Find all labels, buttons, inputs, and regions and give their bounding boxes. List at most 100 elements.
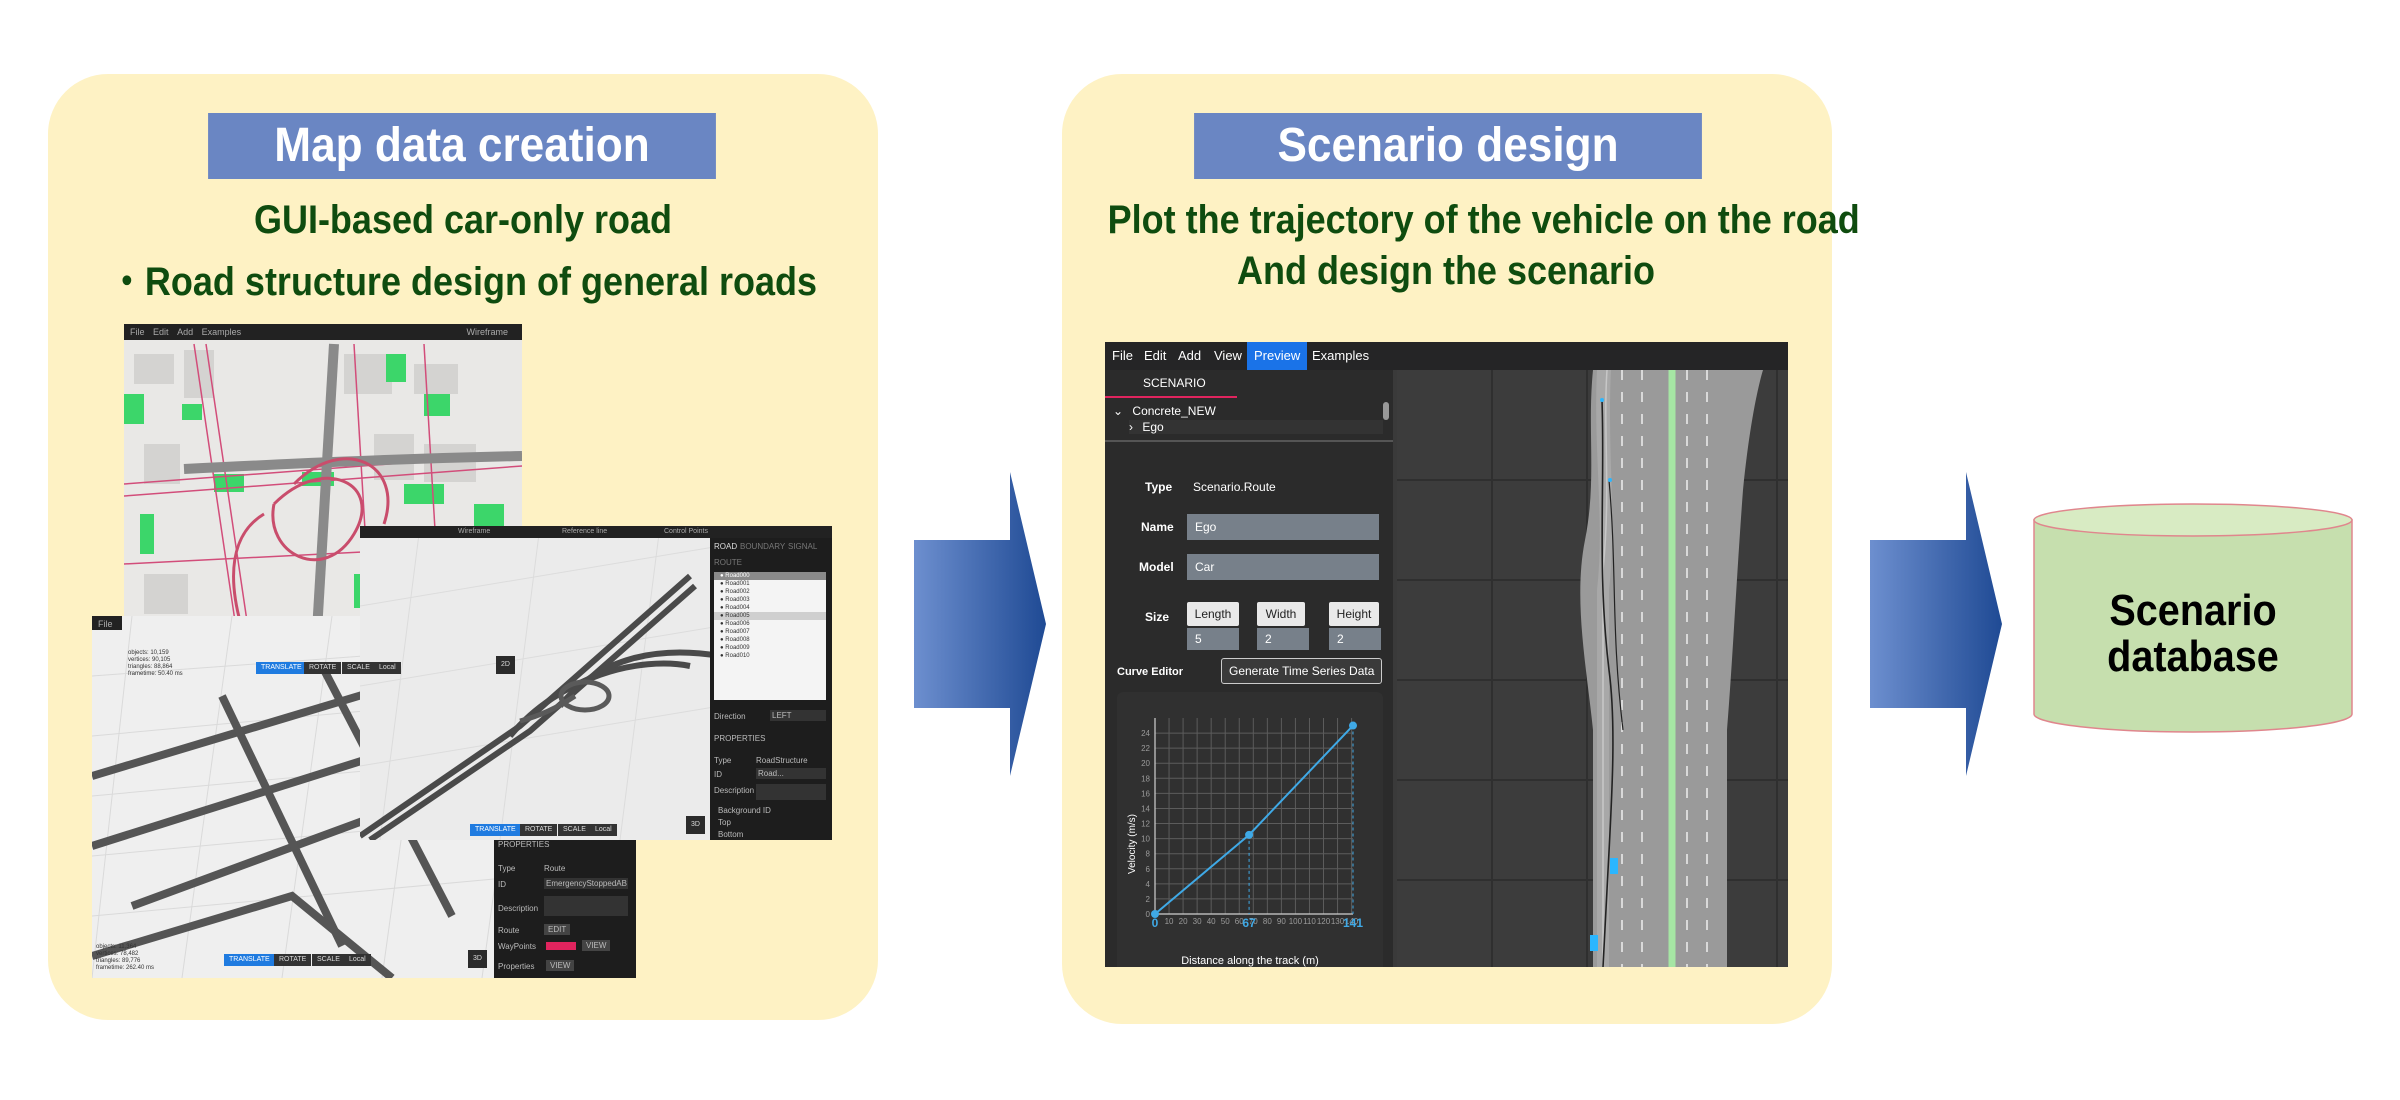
road-list-item[interactable]: ● Road006 <box>720 621 750 627</box>
map-data-subtitle-1: GUI-based car-only road <box>253 198 673 242</box>
map2-translate-button[interactable]: TRANSLATE <box>470 824 521 836</box>
y-tick-label: 22 <box>1141 744 1150 753</box>
width-header[interactable]: Width <box>1257 602 1305 626</box>
road-list-item[interactable]: ● Road009 <box>720 645 750 651</box>
x-tick-label: 10 <box>1165 917 1174 926</box>
sidebar-divider <box>1105 440 1393 442</box>
map2-tab-signal[interactable]: SIGNAL <box>788 542 818 551</box>
map3-rotate-button[interactable]: ROTATE <box>274 954 312 966</box>
model-field[interactable]: Car <box>1187 554 1379 580</box>
tree-root[interactable]: ⌄ Concrete_NEW <box>1113 404 1216 418</box>
model-label: Model <box>1139 560 1174 574</box>
menu-add[interactable]: Add <box>177 327 194 337</box>
tree-root-label: Concrete_NEW <box>1132 404 1216 418</box>
velocity-point <box>1245 830 1254 839</box>
menu-add[interactable]: Add <box>1178 348 1202 363</box>
y-tick-label: 6 <box>1146 865 1151 874</box>
x-tick-label: 120 <box>1317 917 1331 926</box>
x-tick-label: 140 <box>1345 917 1359 926</box>
tree-child[interactable]: › Ego <box>1129 420 1383 434</box>
length-header[interactable]: Length <box>1187 602 1239 626</box>
scenario-design-banner: Scenario design <box>1194 113 1702 179</box>
scenario-sidebar: SCENARIO ⌄ Concrete_NEW › Ego Type Scena… <box>1105 370 1393 967</box>
x-tick-label: 70 <box>1249 917 1258 926</box>
props-id-label: ID <box>498 880 506 889</box>
map3-local-toggle[interactable]: Local <box>344 954 371 966</box>
map3-scale-button[interactable]: SCALE <box>312 954 345 966</box>
width-field[interactable]: 2 <box>1257 628 1309 650</box>
height-field[interactable]: 2 <box>1329 628 1381 650</box>
props-edit-button[interactable]: EDIT <box>544 924 571 935</box>
map1-translate-button[interactable]: TRANSLATE <box>256 662 307 674</box>
menu-file[interactable]: File <box>1112 348 1133 363</box>
tab-scenario[interactable]: SCENARIO <box>1143 376 1206 390</box>
props-type-label: Type <box>498 864 516 873</box>
props-id-field[interactable]: EmergencyStoppedAB <box>544 878 628 889</box>
menu-edit[interactable]: Edit <box>1144 348 1167 363</box>
menu-preview[interactable]: Preview <box>1247 342 1308 370</box>
map2-local-toggle[interactable]: Local <box>590 824 617 836</box>
chart-xlabel: Distance along the track (m) <box>1181 955 1319 967</box>
map3-translate-button[interactable]: TRANSLATE <box>224 954 275 966</box>
y-tick-label: 14 <box>1141 804 1150 813</box>
map2-tab-boundary[interactable]: BOUNDARY <box>740 542 786 551</box>
map2-scale-button[interactable]: SCALE <box>558 824 591 836</box>
map2-reference-line[interactable]: Reference line <box>562 528 608 535</box>
tree-scrollbar[interactable] <box>1383 402 1389 420</box>
map3-menu-file[interactable]: File <box>98 619 113 629</box>
chevron-right-icon[interactable]: › <box>1129 420 1133 434</box>
map2-topbar: Wireframe Reference line Control Points <box>360 526 832 538</box>
menu-view[interactable]: View <box>1214 348 1242 363</box>
height-header[interactable]: Height <box>1329 602 1379 626</box>
props-view-button[interactable]: VIEW <box>582 940 611 951</box>
map2-id-field[interactable]: Road... <box>756 768 826 779</box>
road-list-item[interactable]: ● Road008 <box>720 637 750 643</box>
map1-local-toggle[interactable]: Local <box>374 662 401 674</box>
road-list-item[interactable]: ● Road003 <box>720 597 750 603</box>
map-data-subtitle-2: ・Road structure design of general roads <box>108 260 818 304</box>
generate-time-series-button[interactable]: Generate Time Series Data <box>1221 658 1383 684</box>
map2-desc-field[interactable] <box>756 784 826 800</box>
road-list-item[interactable]: ● Road002 <box>720 589 750 595</box>
wireframe-toggle[interactable]: Wireframe <box>466 327 508 337</box>
props-properties-view[interactable]: VIEW <box>546 960 575 971</box>
menu-file[interactable]: File <box>130 327 145 337</box>
road-list-item[interactable]: ● Road000 <box>714 572 826 580</box>
map2-rotate-button[interactable]: ROTATE <box>520 824 558 836</box>
y-tick-label: 2 <box>1146 895 1151 904</box>
database-label-line2: database <box>2107 632 2279 681</box>
length-field[interactable]: 5 <box>1187 628 1239 650</box>
menu-examples[interactable]: Examples <box>201 327 242 337</box>
road-list-item[interactable]: ● Road004 <box>720 605 750 611</box>
props-desc-label: Description <box>498 904 539 913</box>
road-list-item[interactable]: ● Road001 <box>720 581 750 587</box>
props-route-label: Route <box>498 926 520 935</box>
x-tick-label: 130 <box>1331 917 1345 926</box>
menu-edit[interactable]: Edit <box>153 327 169 337</box>
map1-2d-button[interactable]: 2D <box>496 656 515 674</box>
map3-3d-button[interactable]: 3D <box>468 950 487 968</box>
database-label-line1: Scenario <box>2109 586 2277 635</box>
direction-select[interactable]: LEFT <box>770 710 826 721</box>
menu-examples[interactable]: Examples <box>1312 348 1370 363</box>
map2-wireframe[interactable]: Wireframe <box>458 528 491 535</box>
y-tick-label: 20 <box>1141 759 1150 768</box>
chart-series <box>1151 721 1357 918</box>
road-list-item[interactable]: ● Road007 <box>720 629 750 635</box>
road-list-item[interactable]: ● Road005 <box>714 612 826 620</box>
map1-scale-button[interactable]: SCALE <box>342 662 375 674</box>
chevron-down-icon[interactable]: ⌄ <box>1113 404 1124 418</box>
map2-tab-road[interactable]: ROAD <box>714 542 738 551</box>
props-desc-field[interactable] <box>544 896 628 916</box>
map1-rotate-button[interactable]: ROTATE <box>304 662 342 674</box>
road-preview[interactable] <box>1397 370 1788 967</box>
road-list-item[interactable]: ● Road010 <box>720 653 750 659</box>
y-tick-label: 4 <box>1146 880 1151 889</box>
map2-control-points[interactable]: Control Points <box>664 528 708 535</box>
props-waypoints-color[interactable] <box>546 942 576 950</box>
map2-3d-button[interactable]: 3D <box>686 816 705 834</box>
name-field[interactable]: Ego <box>1187 514 1379 540</box>
